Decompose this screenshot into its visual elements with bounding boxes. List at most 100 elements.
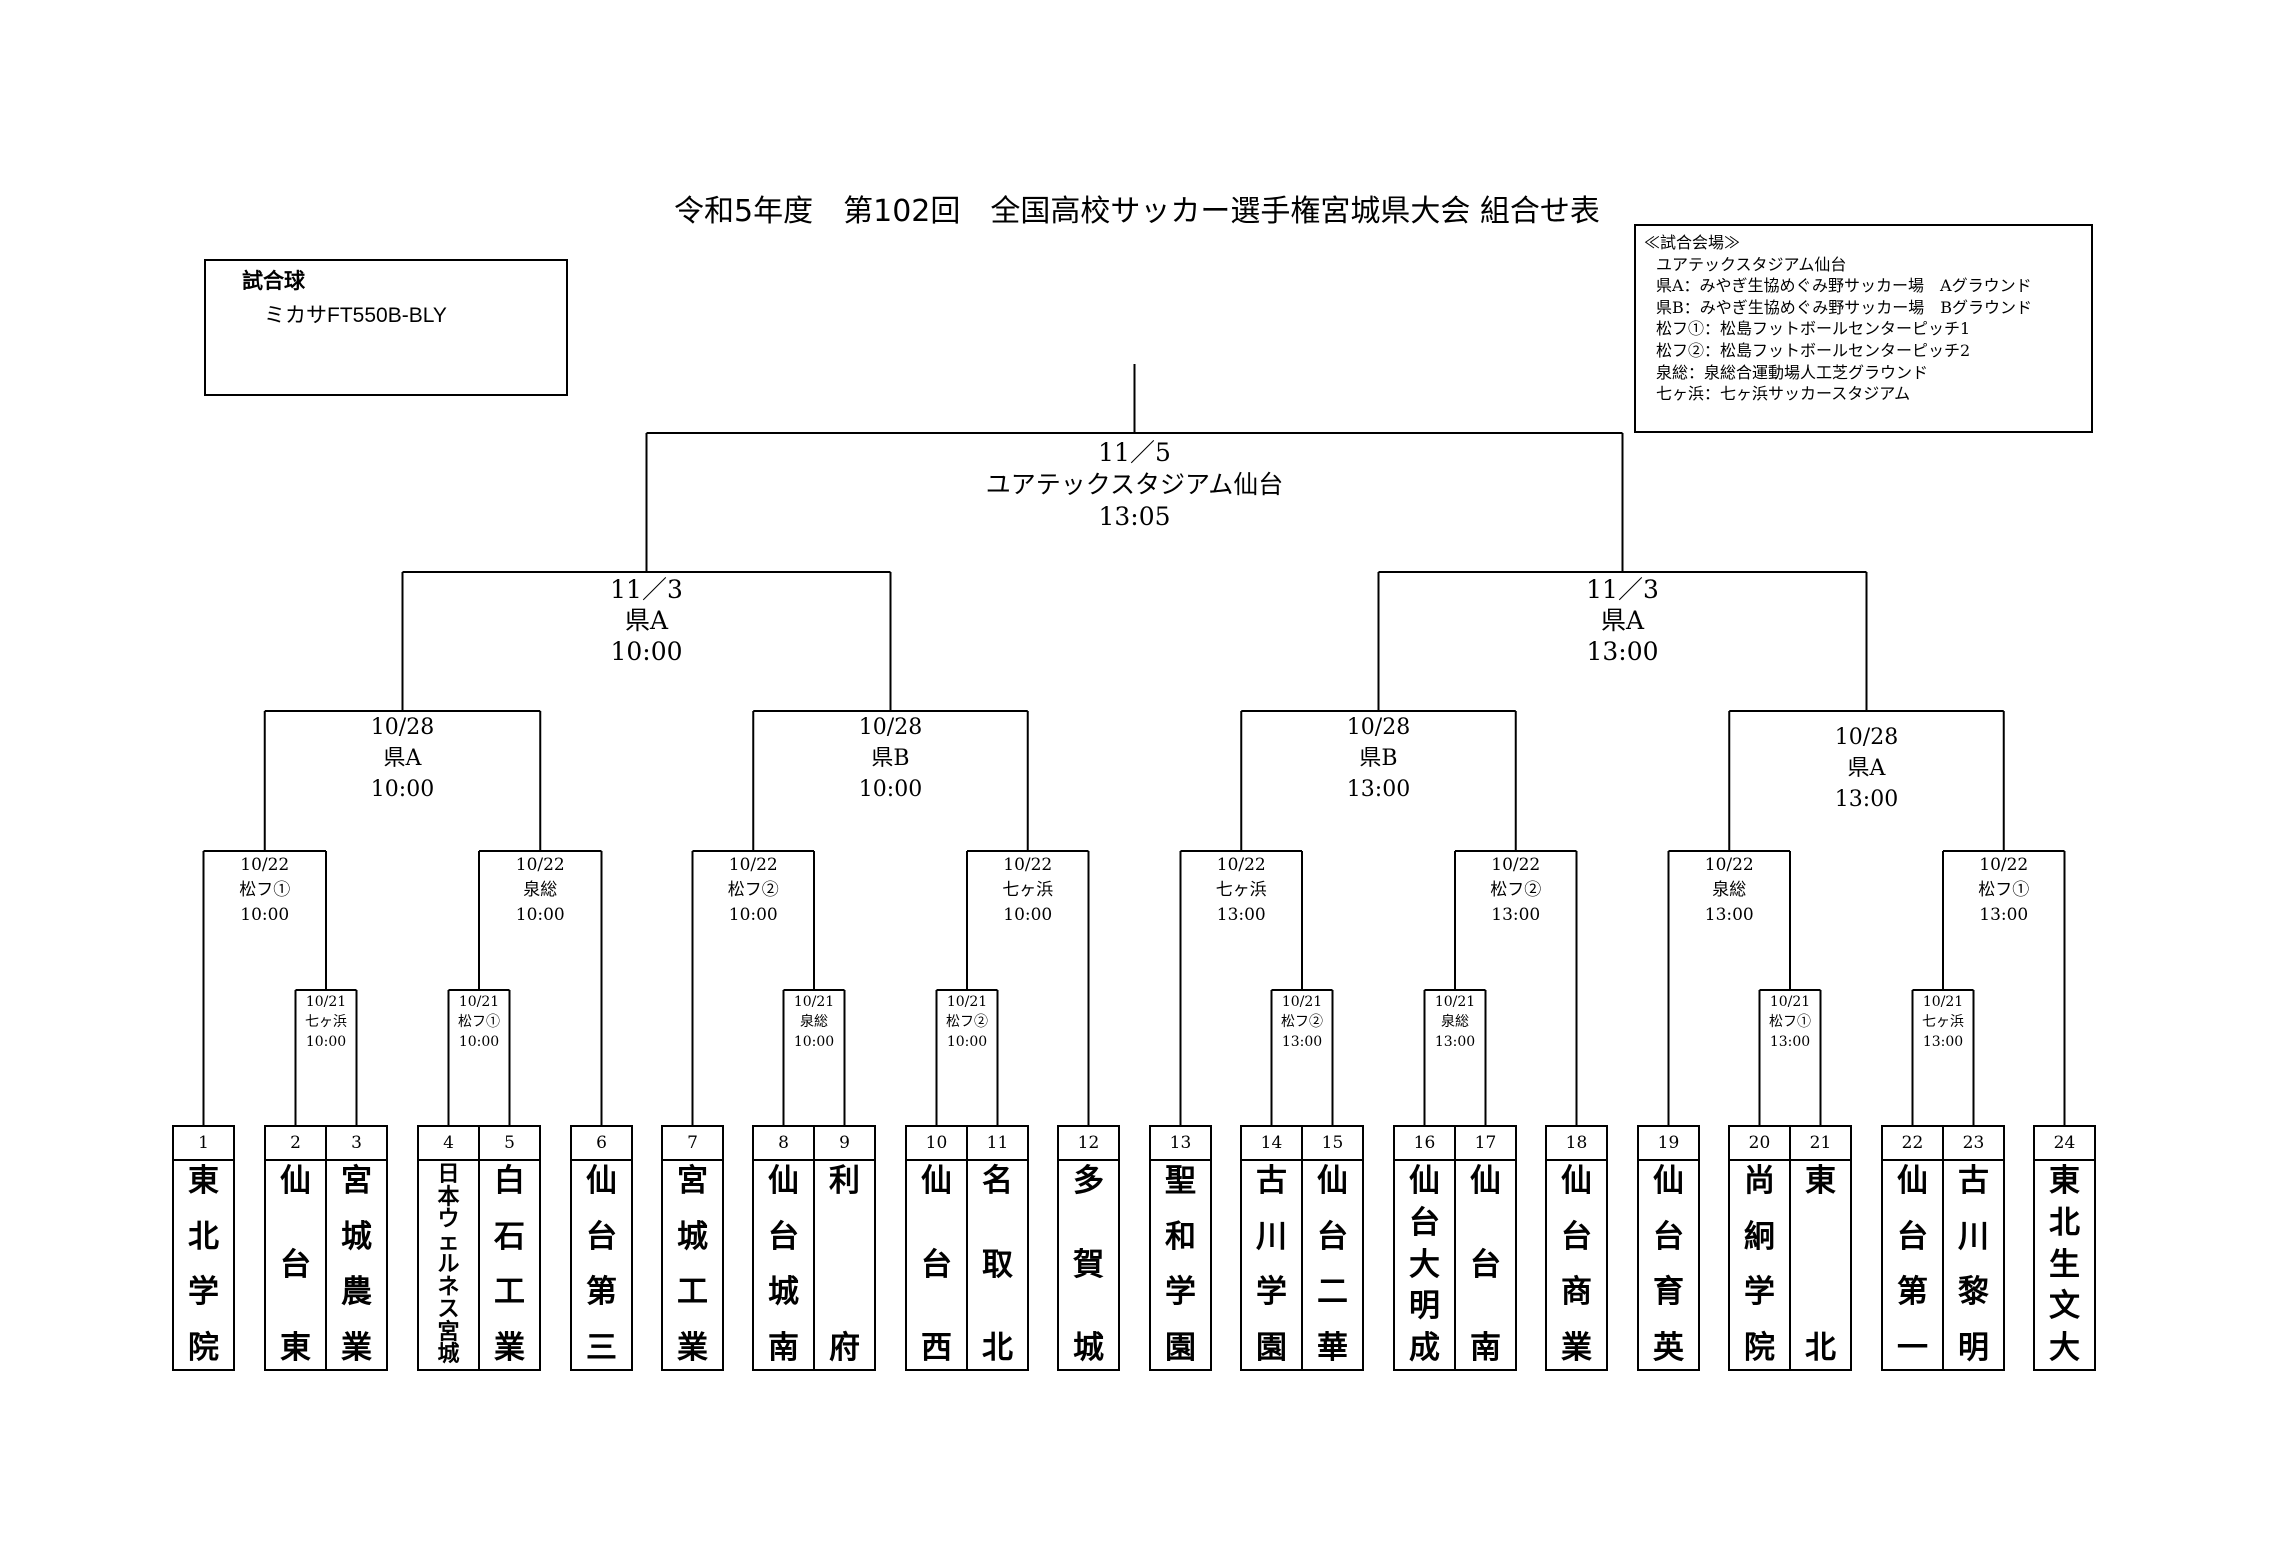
team-seed-number: 8 (778, 1133, 789, 1153)
match-date: 10/21 (305, 994, 347, 1010)
team-seed-number: 24 (2053, 1133, 2076, 1153)
team-box (1789, 1125, 1852, 1371)
match-venue: 県A (624, 606, 669, 635)
venue-legend-item: 県B：みやぎ生協めぐみ野サッカー場 Bグラウンド (1656, 297, 2032, 317)
match-venue: 七ヶ浜 (1215, 880, 1267, 900)
team-box (1545, 1125, 1608, 1371)
match-venue: 泉総 (800, 1014, 828, 1030)
match-time: 10:00 (240, 905, 290, 925)
team-name: 名取北 (982, 1163, 1013, 1366)
match-venue: ユアテックスタジアム仙台 (985, 470, 1284, 499)
match-venue: 県B (871, 746, 910, 771)
team-box (2033, 1125, 2096, 1371)
team-seed-number: 9 (839, 1133, 850, 1153)
match-date: 11／3 (1586, 575, 1659, 604)
team-seed-number: 6 (596, 1133, 607, 1153)
match-time: 13:05 (1098, 502, 1171, 531)
team-box (478, 1125, 541, 1371)
match-venue: 泉総 (523, 880, 558, 900)
match-time: 13:00 (1769, 1034, 1811, 1050)
team-seed-number: 18 (1565, 1133, 1588, 1153)
team-seed-number: 2 (290, 1133, 301, 1153)
match-date: 10/21 (1434, 994, 1476, 1010)
match-venue: 県A (1847, 756, 1886, 781)
match-date: 10/28 (858, 715, 923, 740)
match-time: 10:00 (610, 637, 683, 666)
match-date: 10/21 (946, 994, 988, 1010)
venue-legend-item: 七ヶ浜：七ヶ浜サッカースタジアム (1656, 384, 1911, 404)
team-box (1942, 1125, 2005, 1371)
team-seed-number: 4 (443, 1133, 454, 1153)
venue-legend: ≪試合会場≫ ユアテックスタジアム仙台 県A：みやぎ生協めぐみ野サッカー場 Aグ… (1634, 224, 2093, 433)
team-name: 東北 (1805, 1163, 1836, 1366)
team-name: 利府 (829, 1163, 860, 1366)
match-venue: 松フ② (946, 1014, 988, 1030)
match-time: 13:00 (1586, 637, 1659, 666)
venue-legend-item: 泉総：泉総合運動場人工芝グラウンド (1656, 362, 1929, 382)
team-seed-number: 5 (504, 1133, 515, 1153)
team-name: 尚絅学院 (1744, 1163, 1775, 1366)
team-name: 白石工業 (494, 1163, 525, 1366)
round1-match-label: 10/21 泉総 13:00 (1305, 992, 1605, 1052)
match-date: 10/22 (1491, 855, 1541, 875)
match-date: 10/22 (1979, 855, 2029, 875)
match-venue: 松フ① (1769, 1014, 1811, 1030)
match-date: 10/28 (370, 715, 435, 740)
match-time: 13:00 (1704, 905, 1754, 925)
team-name: 仙台南 (1470, 1163, 1501, 1366)
match-time: 10:00 (305, 1034, 347, 1050)
match-venue: 泉総 (1441, 1014, 1469, 1030)
match-time: 10:00 (728, 905, 778, 925)
match-time: 13:00 (1434, 1034, 1476, 1050)
match-venue: 松フ① (458, 1014, 500, 1030)
venue-legend-item: 県A：みやぎ生協めぐみ野サッカー場 Aグラウンド (1656, 276, 2032, 296)
team-seed-number: 7 (687, 1133, 698, 1153)
team-seed-number: 12 (1077, 1133, 1100, 1153)
match-time: 13:00 (1922, 1034, 1964, 1050)
match-venue: 県A (383, 746, 422, 771)
team-box (1454, 1125, 1517, 1371)
team-name: 仙台城南 (768, 1163, 799, 1366)
match-venue: 七ヶ浜 (1002, 880, 1054, 900)
match-date: 10/22 (240, 855, 290, 875)
match-time: 10:00 (793, 1034, 835, 1050)
team-name: 東北学院 (188, 1163, 219, 1366)
team-seed-number: 17 (1474, 1133, 1497, 1153)
match-time: 13:00 (1979, 905, 2029, 925)
team-box (325, 1125, 388, 1371)
page-title: 令和5年度 第102回 全国高校サッカー選手権宮城県大会 組合せ表 (674, 194, 1600, 229)
match-time: 10:00 (1003, 905, 1053, 925)
match-time: 13:00 (1216, 905, 1266, 925)
match-venue: 松フ② (1490, 880, 1542, 900)
team-box (172, 1125, 235, 1371)
venue-legend-item: 松フ②：松島フットボールセンターピッチ2 (1656, 340, 1971, 360)
team-seed-number: 20 (1748, 1133, 1771, 1153)
match-time: 10:00 (458, 1034, 500, 1050)
team-name: 仙台第三 (586, 1163, 617, 1366)
team-seed-number: 14 (1260, 1133, 1283, 1153)
team-name: 東北生文大 (2049, 1163, 2080, 1366)
team-box (1149, 1125, 1212, 1371)
match-time: 10:00 (515, 905, 565, 925)
match-venue: 七ヶ浜 (1922, 1014, 1964, 1030)
team-name: 仙台西 (921, 1163, 952, 1366)
team-seed-number: 15 (1321, 1133, 1344, 1153)
match-date: 10/28 (1834, 725, 1899, 750)
